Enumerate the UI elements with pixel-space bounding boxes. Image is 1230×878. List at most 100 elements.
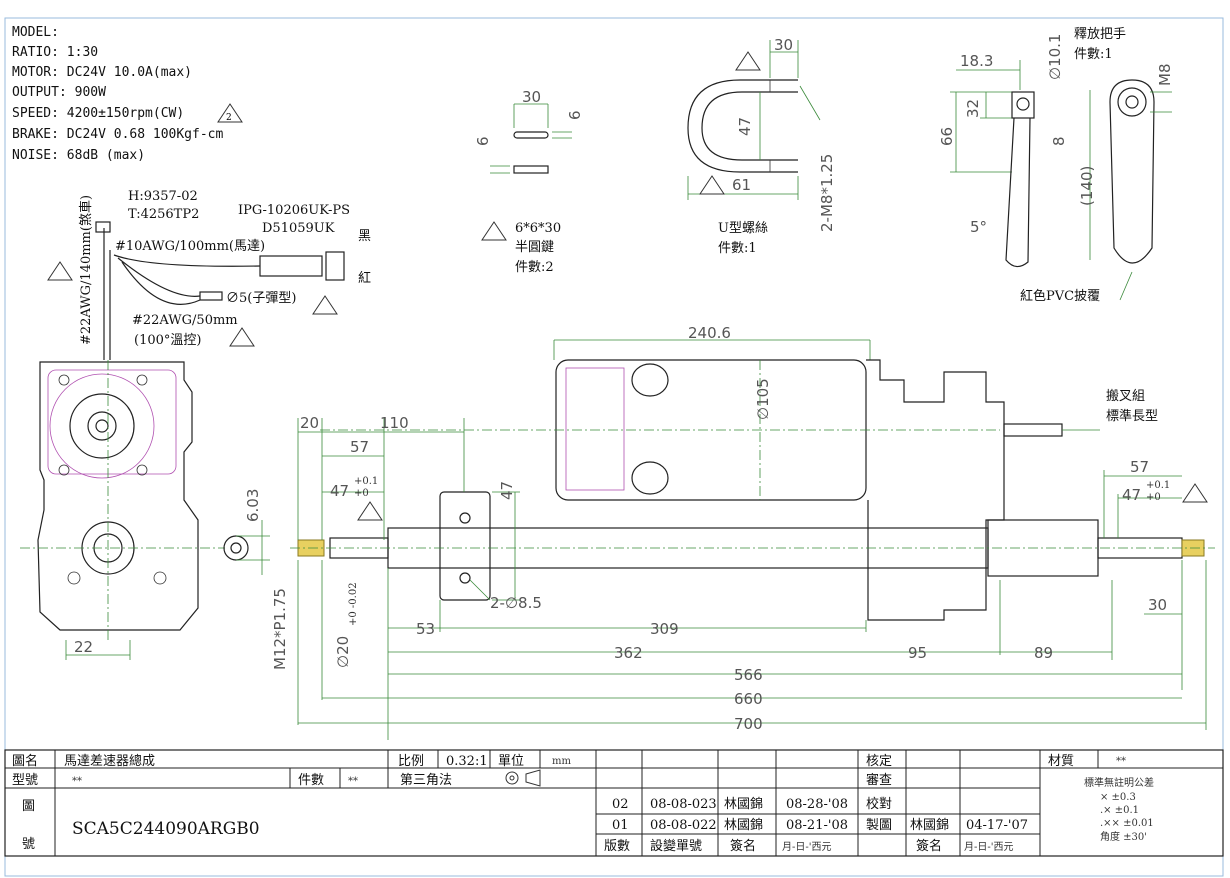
tol-zero: +0 [354,488,369,499]
tb-review: 審查 [866,773,892,788]
tb-tol4: 角度 ±30' [1100,830,1147,843]
dim-362: 362 [614,644,643,662]
lever-detail: 釋放把手 件數:1 18.3 ∅10.1 32 66 8 5° (140) M8… [938,26,1174,304]
rev-sign-0: 林國錦 [724,796,763,812]
tb-qty-label: 件數 [298,773,324,788]
dim-566: 566 [734,666,763,684]
ubolt-thread: 2-M8*1.25 [818,154,836,232]
wire-red: 紅 [358,271,371,286]
dim-309: 309 [650,620,679,638]
tb-scale: 0.32:1 [446,754,488,769]
fork-1: 搬叉組 [1106,389,1145,404]
lever-d6: 5° [970,218,987,236]
key-dim-w: 30 [522,88,541,106]
lever-d2: ∅10.1 [1046,34,1064,80]
svg-text:2: 2 [226,113,232,123]
tb-material: ** [1116,756,1126,767]
dim-110: 110 [380,414,409,432]
rev-triangle-icon [47,261,73,281]
dim-shaft-tol: +0 -0.02 [348,582,359,626]
lever-d3: 32 [964,99,982,118]
lever-d7: (140) [1078,166,1096,206]
key-qty: 件數:2 [515,260,554,275]
ubolt-name: U型螺絲 [718,221,768,236]
spec-block: MODEL: RATIO: 1:30 MOTOR: DC24V 10.0A(ma… [12,25,243,163]
tb-drawing-no: SCA5C244090ARGB0 [72,819,260,839]
key-detail: 30 6 6 6*6*30 半圓鍵 件數:2 [474,88,584,275]
rev-triangle-icon [735,51,761,71]
wiring-section: H:9357-02 T:4256TP2 IPG-10206UK-PS D5105… [47,189,371,360]
tb-scale-label: 比例 [398,754,424,769]
rev-triangle-icon [357,501,383,521]
tb-no-label2: 號 [22,837,35,852]
dim-660: 660 [734,690,763,708]
tb-qty-value: ** [348,776,358,787]
dim-47tol: 47 [330,482,349,500]
rev-triangle-icon [699,175,725,195]
lever-d8: M8 [1156,64,1174,87]
side-view: 22 6.03 [20,360,270,660]
tol-plus-r: +0.1 [1146,480,1170,491]
tol-plus: +0.1 [354,476,378,487]
tb-date2: 月-日-'西元 [964,841,1014,853]
tb-tol2: .× ±0.1 [1100,805,1139,816]
rev-ver-0: 02 [612,797,629,812]
tb-check: 校對 [866,796,892,812]
tol-zero-r: +0 [1146,492,1161,503]
spec-ratio: RATIO: 1:30 [12,45,98,60]
wire-t: T:4256TP2 [128,207,199,222]
spec-speed: SPEED: 4200±150rpm(CW) [12,106,184,121]
ubolt-qty: 件數:1 [718,241,757,256]
lever-d1: 18.3 [960,52,993,70]
rev-sign-1: 林國錦 [724,817,763,833]
key-dim-h2: 6 [474,136,492,146]
dim-57r: 57 [1130,458,1149,476]
connector-shape [259,255,323,277]
lever-d4: 66 [938,127,956,146]
lever-d5: 8 [1050,136,1068,146]
mount-block [439,491,491,601]
dim-700: 700 [734,715,763,733]
spec-motor: MOTOR: DC24V 10.0A(max) [12,65,192,80]
tb-drawn: 製圖 [866,818,892,833]
sheet-border [4,17,1224,877]
rev-ver-1: 01 [612,818,629,833]
ubolt-detail: 30 47 61 2-M8*1.25 U型螺絲 件數:1 [687,36,836,256]
rev-date-1: 08-21-'08 [786,818,848,833]
rev-triangle-icon [229,327,255,347]
dim-53: 53 [416,620,435,638]
dim-57: 57 [350,438,369,456]
wire-h: H:9357-02 [128,189,198,204]
dim-105: ∅105 [754,378,772,420]
tb-name-label: 圖名 [12,753,38,769]
tb-sign2: 簽名 [916,838,942,854]
tb-projection: 第三角法 [400,773,452,788]
rev-triangle-icon: 2 [217,103,243,123]
dim-47r: 47 [1122,486,1141,504]
wire-bullet: ∅5(子彈型) [226,291,296,306]
dim-30: 30 [1148,596,1167,614]
dim-603: 6.03 [244,489,262,522]
tb-drawn-date: 04-17-'07 [966,818,1028,833]
tb-approve: 核定 [866,754,892,769]
dim-89: 89 [1034,644,1053,662]
dim-47: 47 [498,481,516,500]
title-block: 圖名 馬達差速器總成 比例 0.32:1 單位 mm 型號 ** 件數 ** 第… [4,749,1224,857]
col-sign: 簽名 [730,838,756,854]
rev-date-0: 08-28-'08 [786,797,848,812]
dim-hole: 2-∅8.5 [490,594,542,612]
dim-20: 20 [300,414,319,432]
rev-triangle-icon [1182,483,1208,503]
dim-20shaft: ∅20 [334,636,352,668]
ubolt-dim-w: 61 [732,176,751,194]
col-date: 月-日-'西元 [782,841,832,853]
rev-change-0: 08-08-023 [650,797,717,812]
tb-tol3: .×× ±0.01 [1100,818,1154,829]
dim-240: 240.6 [688,324,731,342]
wire-awg22: #22AWG/50mm [132,313,238,328]
lever-qty: 件數:1 [1074,47,1113,62]
tb-model-label: 型號 [12,773,38,788]
lever-cover: 紅色PVC披覆 [1020,288,1100,304]
wire-brake: #22AWG/140mm(煞車) [79,195,94,345]
